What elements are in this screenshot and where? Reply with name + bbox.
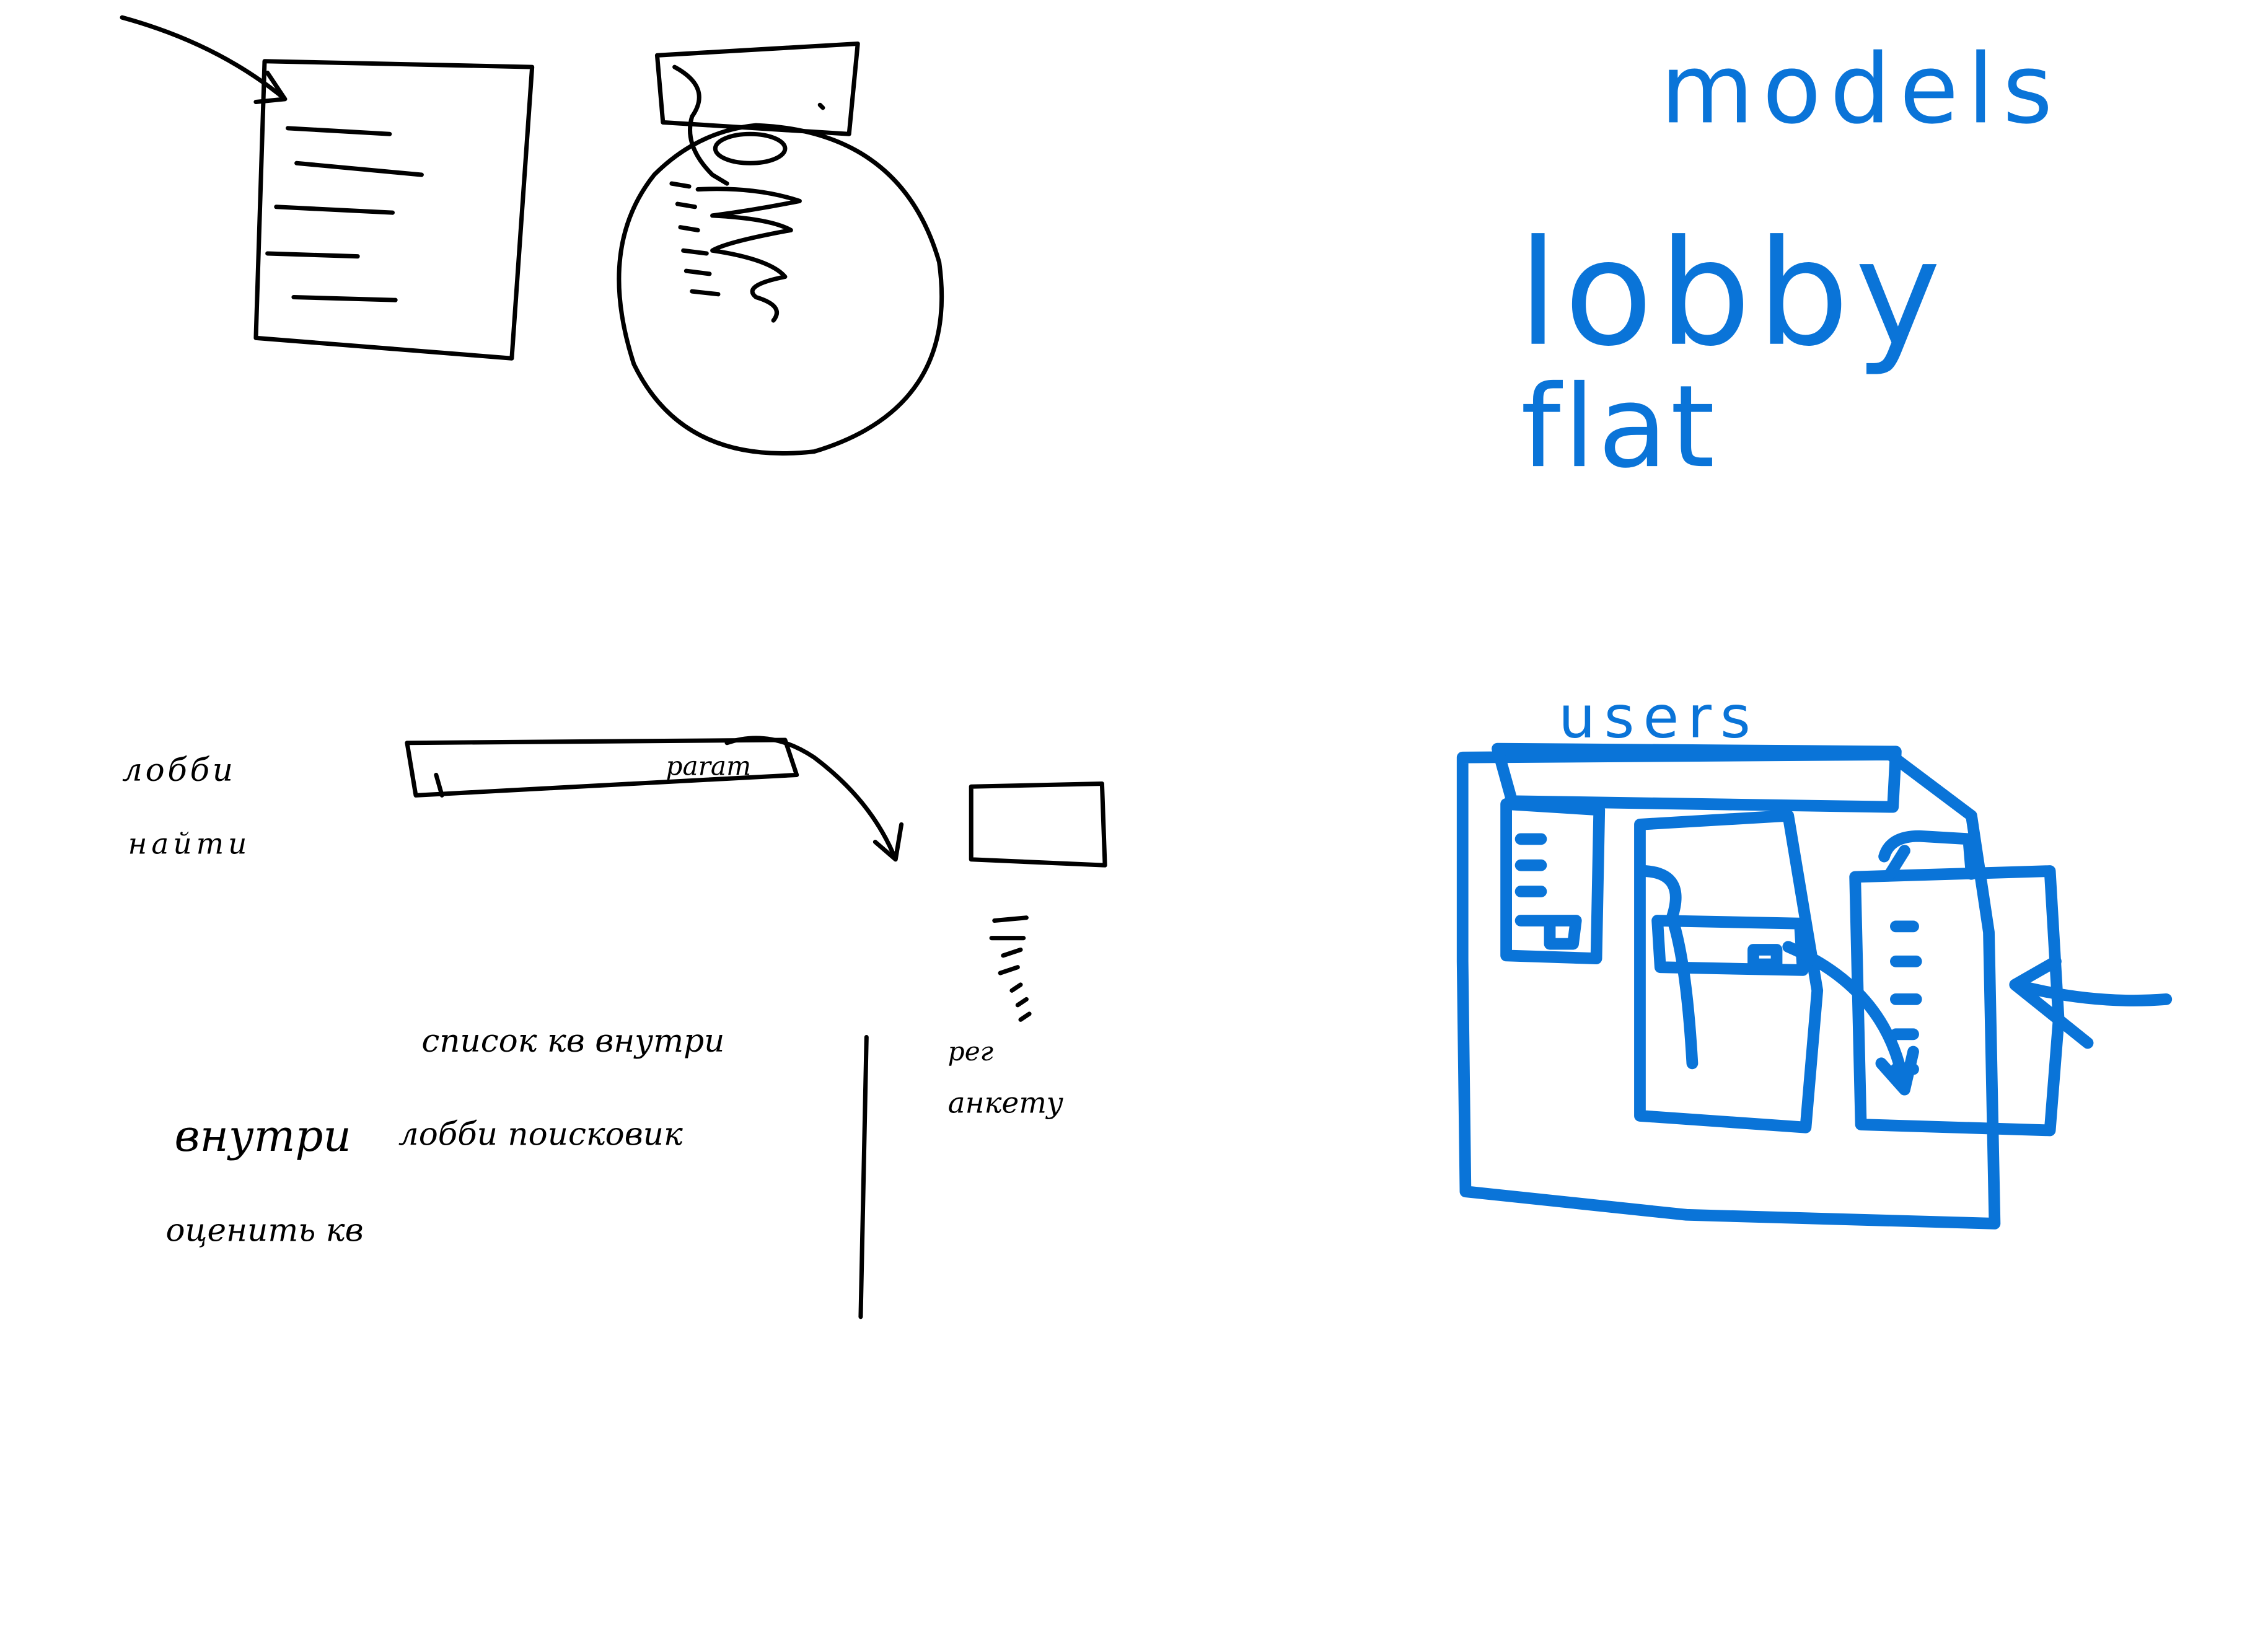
document-sketch [120,15,535,361]
circle-sketch [617,41,944,456]
param-label: param [666,750,752,781]
naiti-label: найти [128,827,251,861]
lobbi-label: лобби [122,752,236,789]
users-layout-sketch: users [1456,684,2173,1230]
reg-label: рег [948,1036,993,1067]
lobby-search-sketch: лобби найти param рег анкету список кв в… [122,736,1107,1319]
models-label: models [1660,33,2061,145]
ocenit-kv-label: оценить кв [165,1212,363,1249]
spisok-label: список кв внутри [421,1023,724,1060]
users-label: users [1558,684,1759,751]
lobby-label: lobby [1518,209,1946,379]
vnutri-label: внутри [175,1111,351,1161]
lobbi-poiskovik-label: лобби поисковик [398,1116,683,1153]
models-list: models lobby flat [1518,33,2061,493]
flat-label: flat [1521,361,1718,493]
anketu-label: анкету [948,1086,1063,1120]
